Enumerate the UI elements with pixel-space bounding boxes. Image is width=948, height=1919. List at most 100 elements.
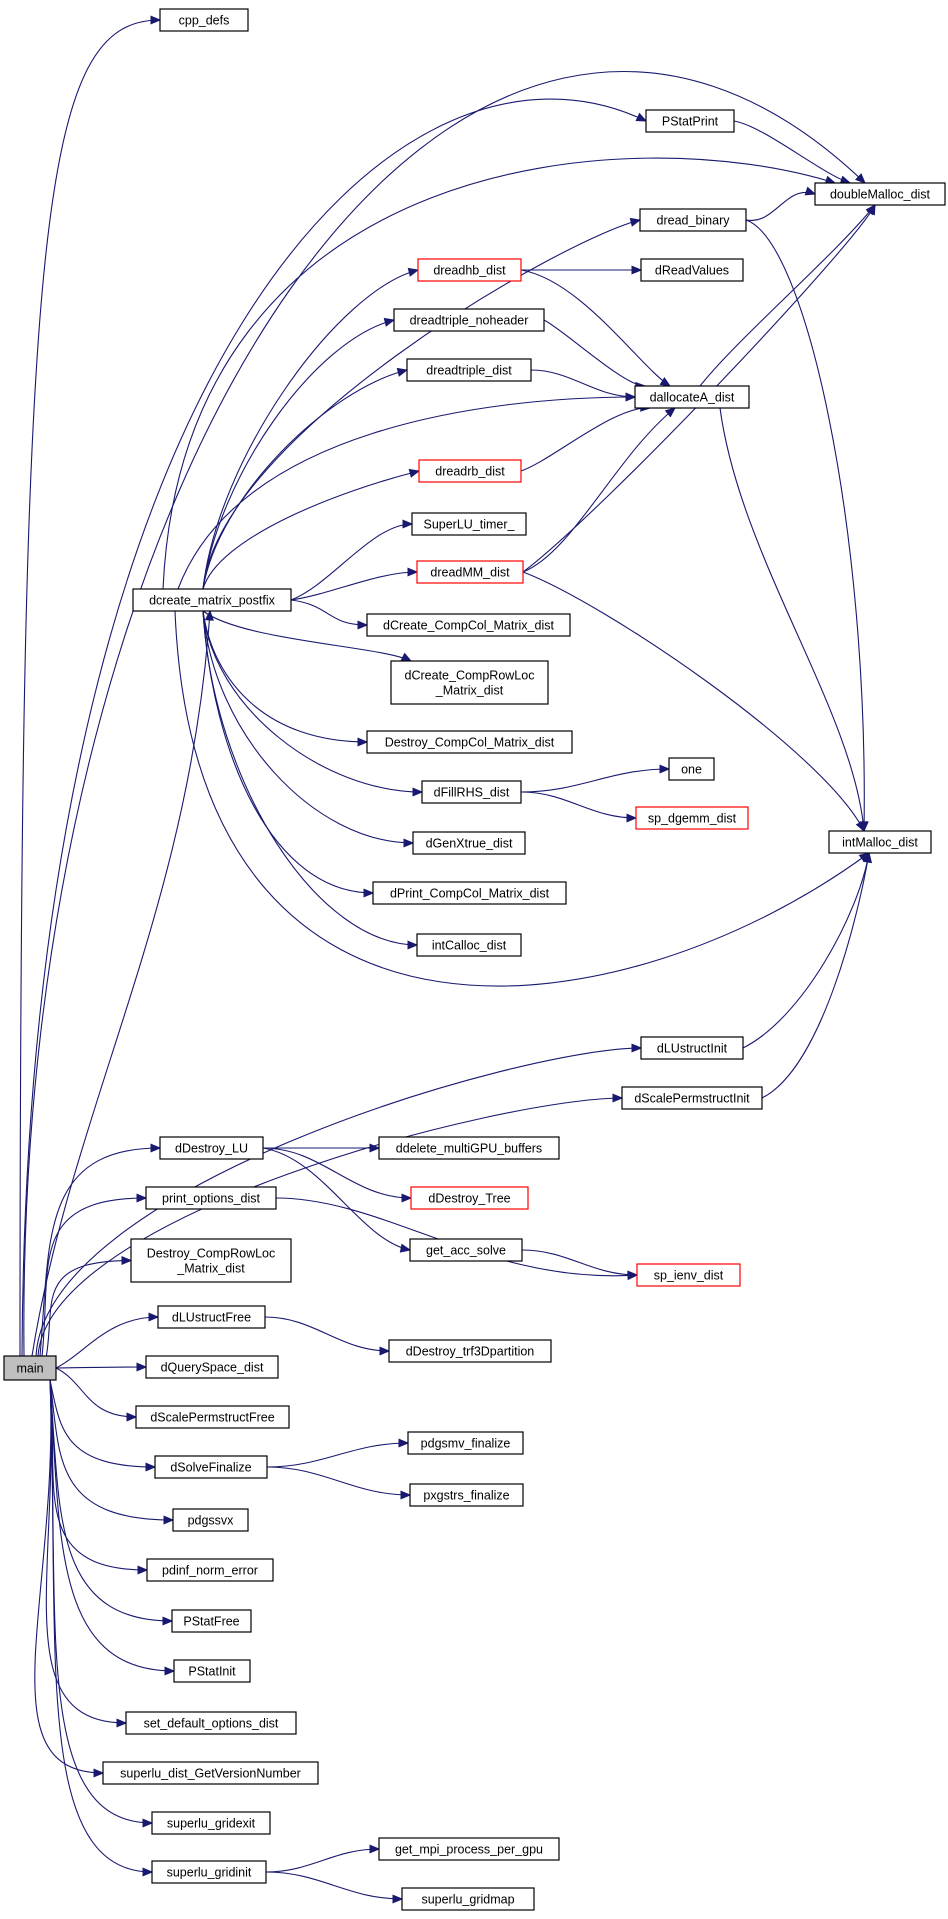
arrowhead: [383, 317, 396, 327]
edge-main-to-superlu-dist-get-version-number: [34, 1379, 104, 1774]
arrowhead: [400, 1490, 412, 1500]
edge-dcreate-matrix-postfix-to-d-gen-xtrue-dist: [202, 610, 414, 844]
node-d-destroy-lu[interactable]: dDestroy_LU: [159, 1136, 264, 1160]
node-label: main: [16, 1362, 43, 1376]
node-d-read-values[interactable]: dReadValues: [640, 258, 744, 282]
arrowhead: [631, 265, 643, 275]
node-pstat-free[interactable]: PStatFree: [171, 1609, 252, 1633]
node-d-gen-xtrue-dist[interactable]: dGenXtrue_dist: [412, 831, 526, 855]
node-dreadtriple-noheader[interactable]: dreadtriple_noheader: [393, 308, 545, 332]
node-pstat-init[interactable]: PStatInit: [173, 1659, 251, 1683]
node-sp-ienv-dist[interactable]: sp_ienv_dist: [636, 1263, 741, 1287]
node-box: [173, 1659, 251, 1683]
arrowhead: [121, 1255, 133, 1266]
node-d-scale-permstruct-init[interactable]: dScalePermstructInit: [621, 1086, 763, 1110]
node-d-create-comp-col-matrix-dist[interactable]: dCreate_CompCol_Matrix_dist: [366, 613, 571, 637]
arrowhead: [402, 519, 414, 529]
node-dallocate-a-dist[interactable]: dallocateA_dist: [634, 385, 750, 409]
node-ddelete-multi-gpu-buffers[interactable]: ddelete_multiGPU_buffers: [378, 1136, 560, 1160]
node-box: [3, 1355, 57, 1381]
edge-main-to-pstat-print: [21, 98, 647, 1357]
node-superlu-gridinit[interactable]: superlu_gridinit: [151, 1860, 267, 1884]
edge-dcreate-matrix-postfix-to-int-calloc-dist: [202, 610, 418, 946]
arrowhead: [403, 838, 415, 848]
node-label: dPrint_CompCol_Matrix_dist: [390, 887, 550, 901]
edge-main-to-dcreate-matrix-postfix: [31, 610, 211, 1357]
arrowhead: [659, 377, 672, 387]
arrowhead: [412, 787, 424, 797]
node-box: [378, 1837, 560, 1861]
node-int-malloc-dist[interactable]: intMalloc_dist: [828, 830, 932, 854]
node-cpp-defs[interactable]: cpp_defs: [159, 8, 249, 32]
edge-dreadtriple-dist-to-dallocate-a-dist: [530, 369, 636, 398]
node-d-fill-rhs-dist[interactable]: dFillRHS_dist: [421, 780, 522, 804]
node-pxgstrs-finalize[interactable]: pxgstrs_finalize: [409, 1483, 524, 1507]
node-pdinf-norm-error[interactable]: pdinf_norm_error: [146, 1558, 274, 1582]
node-label: Destroy_CompRowLoc: [147, 1247, 276, 1261]
node-box: [640, 1036, 744, 1060]
arrowhead: [401, 1193, 413, 1203]
node-super-lu-timer-[interactable]: SuperLU_timer_: [411, 512, 527, 536]
node-box: [154, 1455, 268, 1479]
node-sp-dgemm-dist[interactable]: sp_dgemm_dist: [635, 806, 749, 830]
node-set-default-options-dist[interactable]: set_default_options_dist: [125, 1711, 297, 1735]
edge-d-solve-finalize-to-pdgsmv-finalize: [266, 1442, 409, 1468]
edge-d-fill-rhs-dist-to-sp-dgemm-dist: [520, 791, 637, 819]
arrowhead: [664, 407, 676, 418]
node-superlu-gridexit[interactable]: superlu_gridexit: [151, 1811, 271, 1835]
node-dreadrb-dist[interactable]: dreadrb_dist: [418, 459, 522, 483]
node-d-lustruct-free[interactable]: dLUstructFree: [157, 1305, 266, 1329]
node-pdgssvx[interactable]: pdgssvx: [172, 1508, 249, 1532]
edge-d-scale-permstruct-init-to-int-malloc-dist: [761, 852, 870, 1099]
node-dread-mm-dist[interactable]: dreadMM_dist: [416, 560, 524, 584]
node-label: dFillRHS_dist: [434, 786, 510, 800]
node-d-print-comp-col-matrix-dist[interactable]: dPrint_CompCol_Matrix_dist: [372, 881, 567, 905]
node-int-calloc-dist[interactable]: intCalloc_dist: [416, 933, 522, 957]
node-superlu-gridmap[interactable]: superlu_gridmap: [401, 1887, 535, 1911]
arrowhead: [164, 1666, 176, 1676]
node-destroy-comp-col-matrix-dist[interactable]: Destroy_CompCol_Matrix_dist: [366, 730, 573, 754]
edge-main-to-d-query-space-dist: [55, 1366, 147, 1369]
node-pstat-print[interactable]: PStatPrint: [645, 109, 735, 133]
node-print-options-dist[interactable]: print_options_dist: [145, 1186, 277, 1210]
node-superlu-dist-get-version-number[interactable]: superlu_dist_GetVersionNumber: [102, 1761, 319, 1785]
node-destroy-comp-row-loc-matrix-dist[interactable]: Destroy_CompRowLoc_Matrix_dist: [130, 1238, 292, 1283]
arrowhead: [357, 620, 369, 630]
node-d-destroy-trf3-dpartition[interactable]: dDestroy_trf3Dpartition: [388, 1339, 552, 1363]
edge-d-solve-finalize-to-pxgstrs-finalize: [266, 1466, 411, 1496]
node-dread-binary[interactable]: dread_binary: [639, 208, 747, 232]
edge-main-to-set-default-options-dist: [45, 1379, 127, 1724]
node-dreadhb-dist[interactable]: dreadhb_dist: [417, 258, 522, 282]
node-d-scale-permstruct-free[interactable]: dScalePermstructFree: [135, 1405, 290, 1429]
node-one[interactable]: one: [668, 757, 715, 781]
arrowhead: [379, 1346, 391, 1356]
node-dreadtriple-dist[interactable]: dreadtriple_dist: [406, 358, 532, 382]
arrowhead: [854, 173, 866, 184]
arrowhead: [136, 1362, 148, 1372]
node-get-mpi-process-per-gpu[interactable]: get_mpi_process_per_gpu: [378, 1837, 560, 1861]
arrowhead: [626, 813, 638, 823]
node-label: _Matrix_dist: [435, 684, 504, 698]
node-pdgsmv-finalize[interactable]: pdgsmv_finalize: [407, 1431, 524, 1455]
arrowhead: [858, 821, 868, 833]
arrowhead: [142, 1867, 154, 1877]
node-d-query-space-dist[interactable]: dQuerySpace_dist: [145, 1355, 279, 1379]
node-label: sp_dgemm_dist: [648, 812, 737, 826]
edge-main-to-d-solve-finalize: [49, 1379, 156, 1468]
node-d-create-comp-row-loc-matrix-dist[interactable]: dCreate_CompRowLoc_Matrix_dist: [390, 660, 549, 705]
edge-d-lustruct-free-to-d-destroy-trf3-dpartition: [264, 1316, 390, 1352]
node-box: [125, 1711, 297, 1735]
node-label: _Matrix_dist: [176, 1262, 245, 1276]
node-d-solve-finalize[interactable]: dSolveFinalize: [154, 1455, 268, 1479]
arrowhead: [396, 367, 409, 377]
arrowhead: [150, 15, 162, 25]
node-dcreate-matrix-postfix[interactable]: dcreate_matrix_postfix: [132, 588, 292, 612]
node-double-malloc-dist[interactable]: doubleMalloc_dist: [814, 182, 946, 206]
node-box: [409, 1238, 523, 1262]
node-d-destroy-tree[interactable]: dDestroy_Tree: [410, 1186, 529, 1210]
arrowhead: [612, 1093, 624, 1103]
arrowhead: [625, 392, 637, 402]
node-d-lustruct-init[interactable]: dLUstructInit: [640, 1036, 744, 1060]
node-box: [151, 1860, 267, 1884]
node-get-acc-solve[interactable]: get_acc_solve: [409, 1238, 523, 1262]
